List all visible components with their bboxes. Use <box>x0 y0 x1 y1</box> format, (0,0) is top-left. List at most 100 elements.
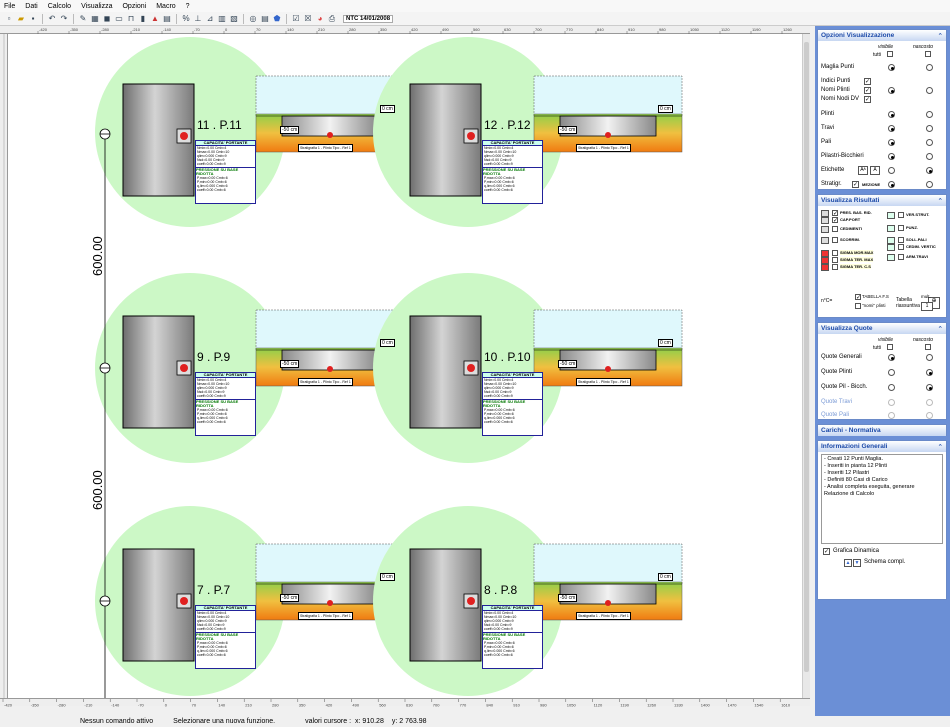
collapse-icon[interactable]: ⌃ <box>937 32 943 40</box>
result-left-checkbox[interactable]: ✓ <box>832 210 839 217</box>
beam-icon[interactable]: ▭ <box>115 14 123 23</box>
result-left-checkbox[interactable] <box>832 237 838 243</box>
pile-icon[interactable]: ⊓ <box>127 14 135 23</box>
plinti-nascosto-radio[interactable] <box>926 111 933 118</box>
verify2-icon[interactable]: ☒ <box>304 14 312 23</box>
quote-travi-visibile-radio[interactable] <box>888 399 895 406</box>
result-right-checkbox[interactable] <box>898 237 904 243</box>
pilastri-visibile-radio[interactable] <box>888 153 895 160</box>
stratigr-checkbox[interactable]: ✓ <box>852 181 859 188</box>
result-left-checkbox[interactable] <box>832 250 838 256</box>
table-icon[interactable]: ▥ <box>218 14 226 23</box>
menu-item-calcolo[interactable]: Calcolo <box>47 2 72 10</box>
soil-icon[interactable]: ▤ <box>163 14 171 23</box>
result-left-checkbox[interactable]: ✓ <box>832 217 839 224</box>
tutti-nascosto-checkbox[interactable] <box>925 51 931 57</box>
etichette-style-b-icon[interactable]: A <box>870 166 880 175</box>
panel-title[interactable]: Opzioni Visualizzazione⌃ <box>818 30 946 41</box>
collapse-icon[interactable]: ⌃ <box>937 325 943 333</box>
print-icon[interactable]: ⎙ <box>328 13 336 23</box>
travi-visibile-radio[interactable] <box>888 125 895 132</box>
load-icon[interactable]: ▲ <box>151 14 159 23</box>
plinth-name-label[interactable]: 11 . P.11 <box>197 118 242 132</box>
nomi-nascosto-radio[interactable] <box>926 87 933 94</box>
etichette-nascosto-radio[interactable] <box>926 167 933 174</box>
collapse-icon[interactable]: ⌃ <box>937 443 943 451</box>
grid-icon[interactable]: ▦ <box>91 14 99 23</box>
undo-icon[interactable]: ↶ <box>48 14 56 23</box>
stratigr-nascosto-radio[interactable] <box>926 181 933 188</box>
panel-title[interactable]: Informazioni Generali⌃ <box>818 441 946 452</box>
quote-travi-nascosto-radio[interactable] <box>926 399 933 406</box>
menu-item-visualizza[interactable]: Visualizza <box>81 2 113 10</box>
collapse-icon[interactable]: ⌃ <box>937 197 943 205</box>
panel-title[interactable]: Visualizza Quote⌃ <box>818 323 946 334</box>
new-file-icon[interactable]: ▫ <box>7 14 11 23</box>
dimension-icon[interactable]: ⊿ <box>206 14 214 23</box>
nomi-visibile-radio[interactable] <box>888 87 895 94</box>
section-icon[interactable]: ▧ <box>230 14 238 23</box>
percent-icon[interactable]: % <box>182 14 190 23</box>
redo-icon[interactable]: ↷ <box>60 14 68 23</box>
nomi-plinti-checkbox[interactable]: ✓ <box>864 87 871 94</box>
quote-generali-visibile-radio[interactable] <box>888 354 895 361</box>
travi-nascosto-radio[interactable] <box>926 125 933 132</box>
plinti-visibile-radio[interactable] <box>888 111 895 118</box>
report-icon[interactable]: ▤ <box>261 14 269 23</box>
menu-item-q[interactable]: ? <box>185 2 190 10</box>
maglia-punti-visibile-radio[interactable] <box>888 64 895 71</box>
plinth-name-label[interactable]: 8 . P.8 <box>484 583 518 597</box>
menu-item-opzioni[interactable]: Opzioni <box>122 2 147 10</box>
etichette-style-a-icon[interactable]: Aᴬ <box>858 166 868 175</box>
quote-plinti-visibile-radio[interactable] <box>888 369 895 376</box>
edit-icon[interactable]: ✎ <box>79 14 87 23</box>
open-folder-icon[interactable]: ▰ <box>17 14 25 23</box>
plinth-name-label[interactable]: 10 . P.10 <box>484 350 531 364</box>
menu-item-dati[interactable]: Dati <box>25 2 38 10</box>
color-palette-icon[interactable]: ◕ <box>317 14 323 23</box>
nomi-nodi-checkbox[interactable]: ✓ <box>864 96 871 103</box>
verify-icon[interactable]: ☑ <box>292 14 300 23</box>
plinth-icon[interactable]: ◼ <box>103 14 111 23</box>
pilastri-nascosto-radio[interactable] <box>926 153 933 160</box>
measure-icon[interactable]: ⊥ <box>194 14 202 23</box>
panel-carichi-normativa[interactable]: Carichi - Normativa <box>817 424 947 436</box>
calculate-icon[interactable]: ◎ <box>249 14 257 23</box>
grafica-dinamica-checkbox[interactable]: ✓ <box>823 548 830 555</box>
quote-plinti-nascosto-radio[interactable] <box>926 369 933 376</box>
result-left-checkbox[interactable] <box>832 257 838 263</box>
schema-down-icon[interactable]: ▼ <box>853 559 861 567</box>
result-left-checkbox[interactable] <box>832 226 838 232</box>
pillar-icon[interactable]: ▮ <box>140 14 146 23</box>
save-icon[interactable]: ▪ <box>31 14 35 23</box>
pali-nascosto-radio[interactable] <box>926 139 933 146</box>
result-right-checkbox[interactable] <box>898 244 904 250</box>
tutti-visibile-checkbox[interactable] <box>887 51 893 57</box>
vertical-scrollbar[interactable] <box>802 34 810 698</box>
result-right-checkbox[interactable] <box>898 212 904 218</box>
quote-pali-visibile-radio[interactable] <box>888 412 895 419</box>
plinth-name-label[interactable]: 7 . P.7 <box>197 583 231 597</box>
menu-item-file[interactable]: File <box>4 2 16 10</box>
pali-visibile-radio[interactable] <box>888 139 895 146</box>
indici-punti-checkbox[interactable]: ✓ <box>864 78 871 85</box>
tabella-fs-checkbox[interactable]: ✓ <box>855 294 862 301</box>
maglia-punti-nascosto-radio[interactable] <box>926 64 933 71</box>
quote-pil-nascosto-radio[interactable] <box>926 384 933 391</box>
shield-icon[interactable]: ⬟ <box>273 14 281 23</box>
panel-title[interactable]: Visualizza Risultati⌃ <box>818 195 946 206</box>
scrollbar-thumb[interactable] <box>804 42 809 672</box>
menu-item-macro[interactable]: Macro <box>156 2 176 10</box>
quote-pil-visibile-radio[interactable] <box>888 384 895 391</box>
result-right-checkbox[interactable] <box>898 254 904 260</box>
quote-pali-nascosto-radio[interactable] <box>926 412 933 419</box>
quote-tutti-nascosto-checkbox[interactable] <box>925 344 931 350</box>
drawing-canvas[interactable]: 600.00 600.00 0 11 . P.110 cm-50 cmStrat… <box>8 34 802 698</box>
info-text-area[interactable]: - Creati 12 Punti Maglia. - Inseriti in … <box>821 454 943 544</box>
plinth-name-label[interactable]: 9 . P.9 <box>197 350 231 364</box>
nomi-plinti-fs-checkbox[interactable] <box>855 303 861 309</box>
panel-title[interactable]: Carichi - Normativa <box>818 425 946 436</box>
result-left-checkbox[interactable] <box>832 264 838 270</box>
plinth-name-label[interactable]: 12 . P.12 <box>484 118 531 132</box>
etichette-visibile-radio[interactable] <box>888 167 895 174</box>
